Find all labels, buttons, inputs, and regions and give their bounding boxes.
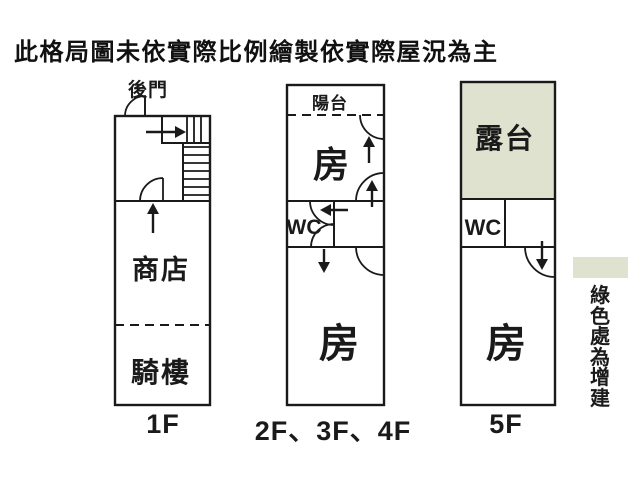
legend-color-swatch — [573, 257, 628, 278]
back-door-label: 後門 — [127, 80, 169, 101]
floor1-tag: 1F — [146, 409, 180, 439]
lower-room-label: 房 — [319, 322, 359, 366]
shop-room-label: 商店 — [132, 255, 190, 285]
floor1-plan — [113, 95, 212, 407]
wc-door-arcs-icon — [309, 200, 335, 248]
terrace-room-label: 露台 — [474, 123, 536, 154]
arcade-room-label: 騎樓 — [130, 357, 192, 388]
wc-room-label: WC — [464, 215, 502, 240]
arrow-left-icon — [320, 204, 348, 216]
legend-note: 綠色處為增建 — [590, 285, 610, 410]
floor5-tag: 5F — [489, 409, 523, 439]
page-title: 此格局圖未依實際比例繪製依實際屋況為主 — [14, 39, 499, 66]
arrow-down-icon — [318, 249, 330, 273]
floor234-outline — [285, 83, 386, 407]
floor234-tag: 2F、3F、4F — [254, 416, 412, 446]
floor5-plan — [459, 80, 557, 407]
arrow-right-icon — [146, 126, 186, 138]
floor234-plan — [285, 83, 386, 407]
upper-room-label: 房 — [312, 144, 350, 185]
terrace-addition-area — [461, 82, 555, 199]
back-door-arc-icon — [124, 95, 146, 117]
room-door-arc-icon — [524, 246, 556, 278]
stairs-upper-icon — [161, 116, 210, 144]
arrow-down-icon — [536, 241, 548, 270]
stairwell-door-arc-icon — [139, 177, 164, 202]
arrow-up-icon — [147, 203, 159, 233]
balcony-room-label: 陽台 — [312, 94, 348, 113]
floor5-outline — [459, 80, 557, 407]
wc-room-label: WC — [286, 216, 322, 239]
floor5-room-label: 房 — [486, 322, 526, 366]
room-door-arc-icon — [355, 246, 385, 276]
arrow-up-icon — [363, 136, 375, 163]
arrow-up-icon — [366, 180, 378, 207]
balcony-door-arc-icon — [359, 114, 385, 140]
stairs-lower-icon — [182, 143, 210, 201]
stair-door-arc-icon — [355, 172, 385, 202]
